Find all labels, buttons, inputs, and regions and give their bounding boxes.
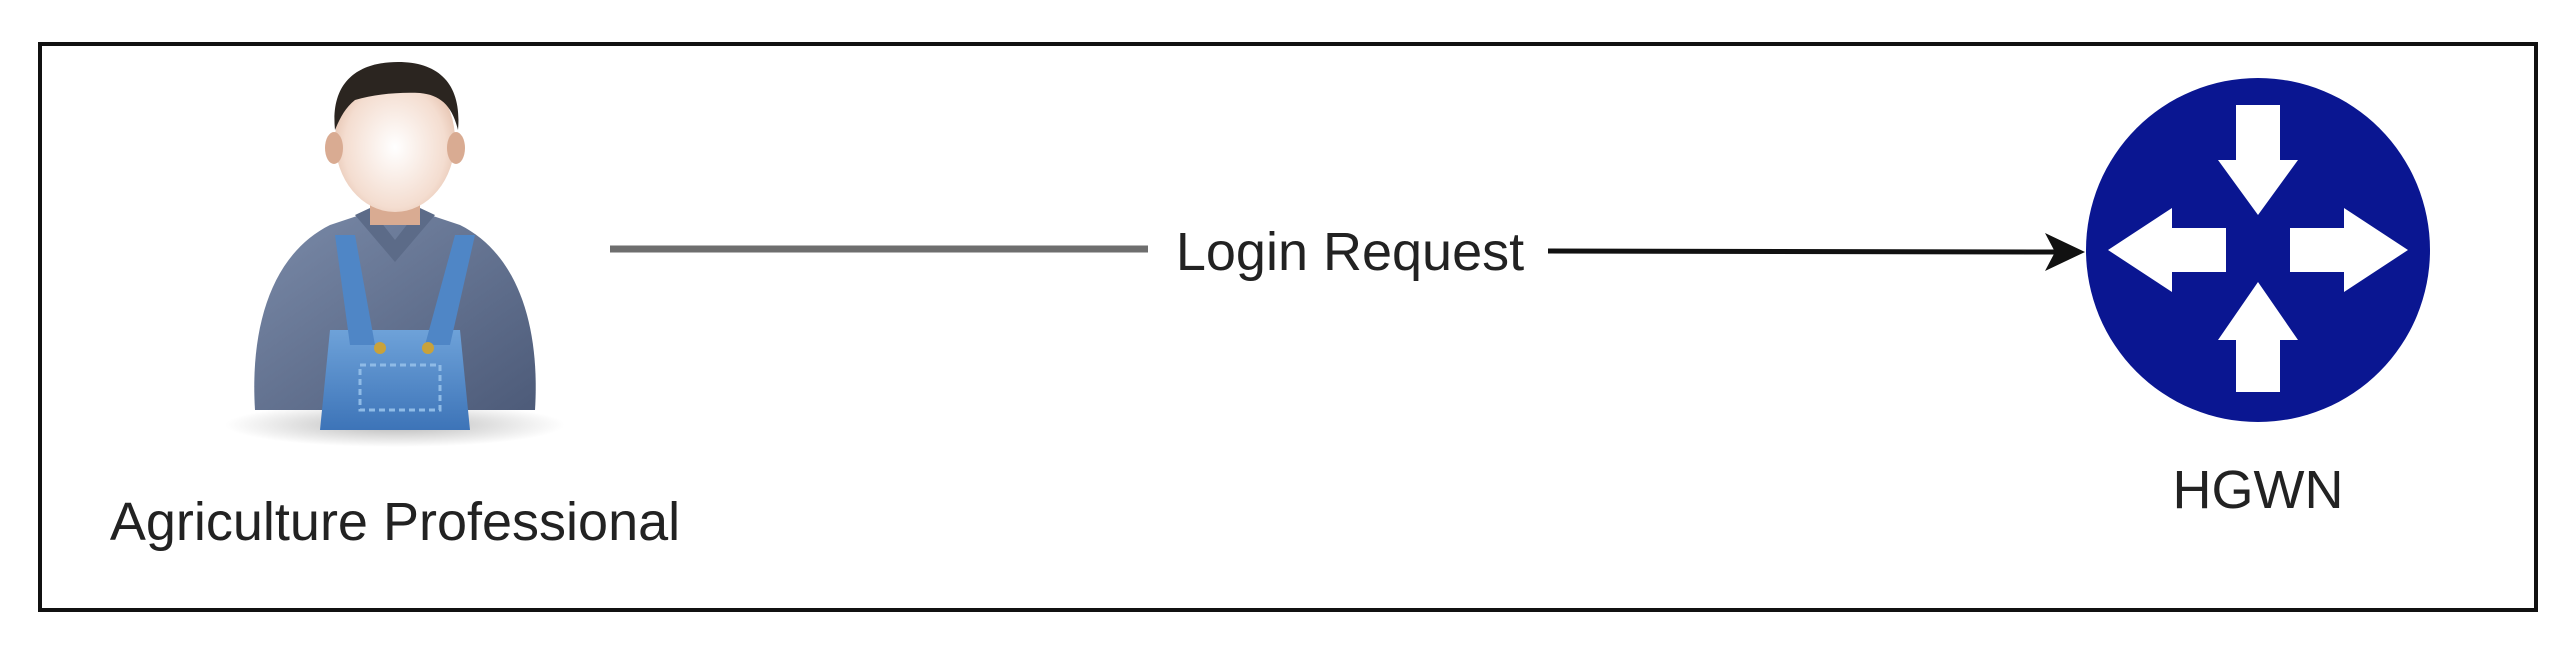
farmer-icon [225,62,565,447]
diagram-frame [38,42,2538,612]
login-request-label: Login Request [1176,222,1524,282]
arrowhead-icon [2045,233,2085,271]
hgwn-label: HGWN [2173,460,2344,520]
router-icon [2086,78,2430,422]
agriculture-professional-label: Agriculture Professional [110,492,680,552]
login-request-edge [610,233,2085,271]
